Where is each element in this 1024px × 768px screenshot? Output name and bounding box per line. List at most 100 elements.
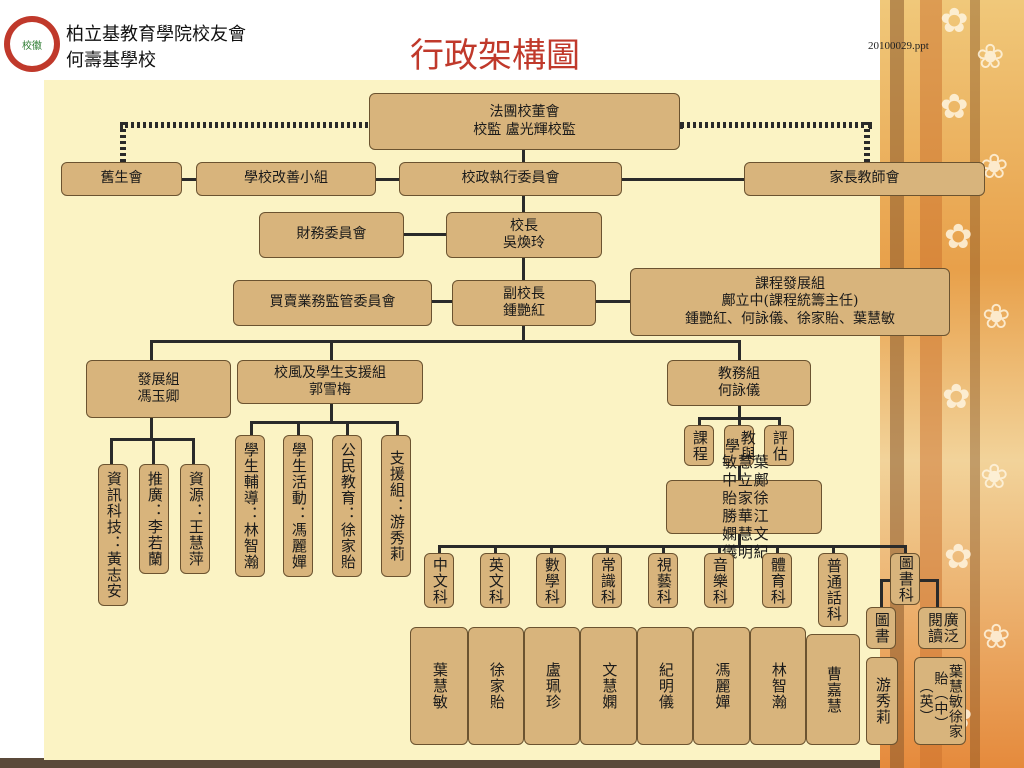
connector-line <box>550 545 553 553</box>
connector-line <box>698 417 701 425</box>
subject-head-maths: 盧珮珍 <box>524 627 580 745</box>
development-label: 發展組 <box>137 371 180 388</box>
library-head-name: 游秀莉 <box>873 677 892 725</box>
connector-line <box>738 417 741 425</box>
support-team-label: 學生活動：馮麗嬋 <box>289 442 308 570</box>
subject-head-chinese: 葉慧敏 <box>410 627 468 745</box>
connector-line <box>738 466 741 480</box>
support-team-label: 支援組：游秀莉 <box>387 450 406 562</box>
flower-icon: ❀ <box>982 297 1011 337</box>
connector-line <box>346 421 349 435</box>
connector-line <box>396 421 399 435</box>
flower-icon: ✿ <box>940 87 969 127</box>
alumni-box: 舊生會 <box>61 162 182 196</box>
library-head-reading: 葉慧敏徐家貽（中）（英） <box>914 657 966 745</box>
improvement-label: 學校改善小組 <box>244 170 328 187</box>
academic-unit-label: 評估 <box>770 429 789 462</box>
connector-line <box>250 421 398 424</box>
connector-line <box>832 545 835 553</box>
subject-head-putonghua: 曹嘉慧 <box>806 634 860 745</box>
support-team-counselling: 學生輔導：林智瀚 <box>235 435 265 577</box>
connector-line <box>936 579 939 607</box>
supervisor-label: 校監 盧光輝校監 <box>473 121 576 138</box>
file-reference: 20100029.ppt <box>868 40 929 52</box>
subject-head-name: 馮麗嬋 <box>713 662 732 710</box>
connector-line <box>297 421 300 435</box>
executive-label: 校政執行委員會 <box>461 170 560 187</box>
improvement-box: 學校改善小組 <box>196 162 376 196</box>
connector-line <box>904 545 907 553</box>
subject-label: 常識科 <box>598 556 617 605</box>
connector-line <box>432 300 452 303</box>
alumni-label: 舊生會 <box>100 170 143 187</box>
discipline-head: 郭雪梅 <box>309 382 351 398</box>
connector-line <box>150 418 153 438</box>
subject-pe: 體育科 <box>762 553 792 608</box>
connector-line <box>522 196 525 212</box>
curriculum-label: 課程發展組 <box>755 275 825 292</box>
flower-icon: ❀ <box>976 37 1005 77</box>
academic-unit-curriculum: 課程 <box>684 425 714 466</box>
discipline-box: 校風及學生支援組 郭雪梅 <box>237 360 423 404</box>
principal-box: 校長 吳煥玲 <box>446 212 602 258</box>
subject-putonghua: 普通話科 <box>818 553 848 627</box>
connector-line <box>522 150 525 162</box>
subject-label: 視藝科 <box>654 556 673 605</box>
subject-label: 圖書科 <box>896 555 915 603</box>
academic-label: 教務組 <box>718 365 760 382</box>
connector-line <box>192 438 195 464</box>
connector-line <box>376 178 400 181</box>
library-head-name: 葉慧敏徐家貽（中）（英） <box>917 663 964 739</box>
connector-line <box>330 404 333 422</box>
curriculum-head: 鄺立中(課程統籌主任) <box>721 293 859 310</box>
subject-head-name: 林智瀚 <box>769 662 788 710</box>
trading-box: 買賣業務監管委員會 <box>233 280 432 326</box>
subject-head-name: 盧珮珍 <box>543 662 562 710</box>
academic-staff-name: 葉慧敏 <box>720 454 770 470</box>
finance-label: 財務委員會 <box>296 226 367 243</box>
library-subunit-label: 圖書 <box>872 612 891 644</box>
subject-head-english: 徐家貽 <box>468 627 524 745</box>
dev-team-it: 資訊科技：黃志安 <box>98 464 128 606</box>
subject-label: 數學科 <box>542 556 561 605</box>
executive-box: 校政執行委員會 <box>399 162 622 196</box>
curriculum-box: 課程發展組 鄺立中(課程統籌主任) 鍾艷紅、何詠儀、徐家貽、葉慧敏 <box>630 268 950 336</box>
vice-principal-box: 副校長 鍾艷紅 <box>452 280 596 326</box>
connector-line <box>738 340 741 360</box>
flower-icon: ✿ <box>942 377 971 417</box>
dev-team-label: 推廣：李若蘭 <box>145 471 164 567</box>
principal-name: 吳煥玲 <box>503 235 545 251</box>
flower-icon: ❀ <box>980 457 1009 497</box>
curriculum-members: 鍾艷紅、何詠儀、徐家貽、葉慧敏 <box>685 310 895 327</box>
development-box: 發展組 馮玉卿 <box>86 360 231 418</box>
subject-head-visual-arts: 紀明儀 <box>637 627 693 745</box>
principal-title: 校長 <box>510 217 538 234</box>
decorative-side-panel: ✿ ❀ ✿ ❀ ✿ ❀ ✿ ❀ ✿ ❀ ✿ <box>880 0 1024 768</box>
connector-line <box>622 178 744 181</box>
academic-staff-name: 江華勝 <box>720 508 770 524</box>
subject-head-name: 曹嘉慧 <box>824 665 843 714</box>
subject-head-music: 馮麗嬋 <box>693 627 750 745</box>
library-subunit-library: 圖書 <box>866 607 896 649</box>
subject-label: 音樂科 <box>710 556 729 605</box>
pta-label: 家長教師會 <box>829 170 900 187</box>
subject-label: 普通話科 <box>824 558 843 622</box>
board-label: 法團校董會 <box>489 104 560 120</box>
connector-line <box>662 545 665 553</box>
dev-team-resources: 資源：王慧萍 <box>180 464 210 574</box>
flower-icon: ✿ <box>944 537 973 577</box>
subject-chinese: 中文科 <box>424 553 454 608</box>
subject-maths: 數學科 <box>536 553 566 608</box>
dotted-connector <box>120 122 374 128</box>
page-title: 行政架構圖 <box>410 36 580 76</box>
academic-box: 教務組 何詠儀 <box>667 360 811 406</box>
subject-head-general-studies: 文慧嫻 <box>580 627 637 745</box>
connector-line <box>776 545 779 553</box>
flower-icon: ✿ <box>940 1 969 41</box>
connector-line <box>778 417 781 425</box>
support-team-sen: 支援組：游秀莉 <box>381 435 411 577</box>
connector-line <box>880 579 883 607</box>
connector-line <box>182 178 196 181</box>
connector-line <box>150 340 153 360</box>
subject-label: 中文科 <box>430 556 449 605</box>
